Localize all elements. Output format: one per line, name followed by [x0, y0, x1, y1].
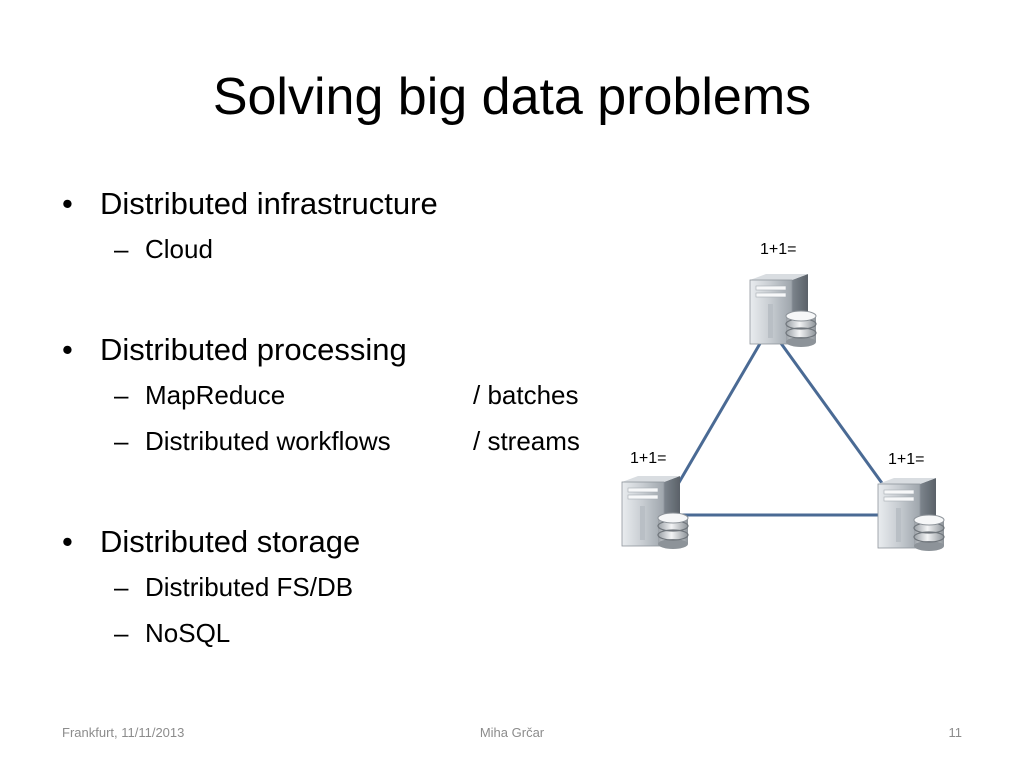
sub-bullet-note: / batches	[473, 380, 579, 410]
bullet-item: • Distributed infrastructure	[62, 182, 622, 226]
bullet-icon: •	[62, 186, 73, 221]
sub-bullet-item: – Cloud	[62, 226, 622, 272]
dash-icon: –	[114, 380, 129, 410]
footer-page-number: 11	[948, 725, 963, 740]
dash-icon: –	[114, 234, 129, 264]
node-label-right: 1+1=	[888, 451, 925, 468]
dash-icon: –	[114, 572, 129, 602]
bullet-icon: •	[62, 524, 73, 559]
server-database-icon	[621, 475, 689, 550]
node-label-left: 1+1=	[630, 450, 667, 467]
bullet-item: • Distributed processing	[62, 328, 622, 372]
sub-bullet-text: Cloud	[145, 234, 213, 264]
footer-author: Miha Grčar	[479, 725, 545, 740]
sub-bullet-text: Distributed workflows	[145, 426, 391, 456]
bullet-list: • Distributed infrastructure – Cloud • D…	[62, 182, 622, 656]
slide-title: Solving big data problems	[212, 68, 812, 126]
bullet-text: Distributed processing	[100, 332, 407, 367]
dash-icon: –	[114, 618, 129, 648]
server-database-icon	[749, 273, 817, 348]
sub-bullet-note: / streams	[473, 426, 580, 456]
server-network-diagram: 1+1= 1+1= 1+1=	[610, 230, 970, 570]
bullet-text: Distributed infrastructure	[100, 186, 438, 221]
bullet-text: Distributed storage	[100, 524, 361, 559]
sub-bullet-text: Distributed FS/DB	[145, 572, 354, 602]
diagram-svg	[621, 273, 945, 552]
sub-bullet-item: – MapReduce / batches	[62, 372, 622, 418]
footer-location-date: Frankfurt, 11/11/2013	[62, 725, 185, 740]
bullet-item: • Distributed storage	[62, 520, 622, 564]
sub-bullet-text: NoSQL	[145, 618, 231, 648]
node-label-top: 1+1=	[760, 241, 797, 258]
sub-bullet-item: – Distributed FS/DB	[62, 564, 622, 610]
sub-bullet-item: – NoSQL	[62, 610, 622, 656]
sub-bullet-item: – Distributed workflows / streams	[62, 418, 622, 464]
sub-bullet-text: MapReduce	[145, 380, 286, 410]
bullet-icon: •	[62, 332, 73, 367]
server-database-icon	[877, 477, 945, 552]
dash-icon: –	[114, 426, 129, 456]
